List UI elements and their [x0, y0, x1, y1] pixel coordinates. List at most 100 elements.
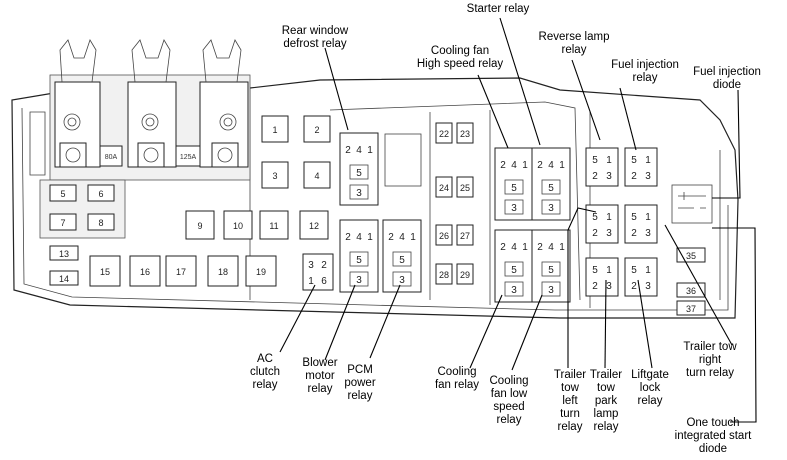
callout-line: relay [497, 414, 522, 426]
fuse-37 [676, 300, 706, 316]
relay-pin: 1 [645, 265, 651, 276]
relay-pin: 2 [388, 232, 394, 243]
relay-pin: 3 [399, 275, 405, 286]
relay-pin: 5 [592, 155, 598, 166]
fuse-10 [223, 210, 253, 240]
leader-lines [279, 17, 757, 423]
relay-pin: 1 [606, 265, 612, 276]
connector-middle [127, 39, 177, 168]
relay-pin: 4 [511, 160, 517, 171]
callout-line: power [344, 377, 375, 389]
maxi-fuse-80a-label: 80A [105, 154, 118, 161]
relay-pin: 5 [631, 265, 637, 276]
relay-pin: 3 [645, 171, 651, 182]
side-fuses: 35 36 37 [671, 184, 713, 316]
fuse-6-label: 6 [98, 189, 103, 199]
fuse-1-label: 1 [272, 125, 277, 135]
relay-pin: 5 [399, 255, 405, 266]
callout-starter: Starter relay [467, 3, 530, 15]
maxi-fuse-125a-label: 125A [180, 154, 197, 161]
callout-line: Fuel injection [611, 59, 679, 71]
fuse-2 [303, 115, 331, 143]
fuse-25 [456, 176, 474, 198]
relay-pin: 5 [631, 212, 637, 223]
callout-line: Cooling [490, 375, 529, 387]
callout-line: relay [308, 383, 333, 395]
callout-line: Cooling fan [431, 45, 489, 57]
fuse-24 [435, 176, 453, 198]
relay-pin: 3 [606, 281, 612, 292]
fuse-25-label: 25 [460, 183, 470, 193]
fuse-36 [676, 282, 706, 298]
callout-line: One touch [686, 417, 739, 429]
connector-right [199, 39, 249, 168]
mini-fuses: 22 23 24 25 26 27 28 29 [435, 122, 474, 285]
relay-pin: 1 [645, 212, 651, 223]
ac-pin-1: 1 [308, 276, 314, 287]
callout-line: motor [305, 370, 335, 382]
fuse-19 [245, 255, 277, 287]
relay-pin: 4 [356, 232, 362, 243]
relay-pin: 3 [548, 203, 554, 214]
fuse-27-label: 27 [460, 231, 470, 241]
fuse-8 [87, 213, 115, 231]
callout-line: integrated start [675, 430, 753, 442]
relay-pin: 4 [356, 145, 362, 156]
ac-pin-3: 3 [308, 260, 314, 271]
fuse-10-label: 10 [233, 221, 243, 231]
callout-line: turn [560, 408, 580, 420]
fuse-26 [435, 224, 453, 246]
relay-pin: 1 [410, 232, 416, 243]
relay-pin: 5 [548, 183, 554, 194]
fuse-9 [185, 210, 215, 240]
fuse-29-label: 29 [460, 270, 470, 280]
fuse-12 [299, 210, 329, 240]
fuse-13-label: 13 [59, 249, 69, 259]
fuse-36-label: 36 [686, 286, 696, 296]
relay-pin: 5 [592, 212, 598, 223]
relay-pin: 1 [559, 242, 565, 253]
relay-pin: 2 [537, 160, 543, 171]
callout-line: Starter relay [467, 3, 530, 15]
callout-line: lamp [594, 408, 619, 420]
callout-line: relay [633, 72, 658, 84]
callout-line: Trailer tow [683, 341, 737, 353]
fuse-7-label: 7 [60, 218, 65, 228]
callout-line: relay [638, 395, 663, 407]
callout-line: Fuel injection [693, 66, 761, 78]
fuse-22-label: 22 [439, 129, 449, 139]
callout-line: Reverse lamp [539, 31, 610, 43]
callout-line: fan low [491, 388, 528, 400]
ac-pin-6: 6 [321, 276, 327, 287]
fuse-26-label: 26 [439, 231, 449, 241]
relay-pin: 2 [500, 160, 506, 171]
relay-pin: 5 [356, 168, 362, 179]
callout-line: PCM [347, 364, 373, 376]
callout-line: relay [594, 421, 619, 433]
fuse-18-label: 18 [218, 267, 228, 277]
relay-pin: 3 [606, 228, 612, 239]
relay-pin: 5 [356, 255, 362, 266]
maxi-fuse-block: 80A 125A [49, 39, 251, 181]
callout-line: tow [597, 382, 616, 394]
fuse-3 [261, 161, 289, 189]
relay-pin: 4 [399, 232, 405, 243]
relay-pin: 3 [511, 285, 517, 296]
fuse-11-label: 11 [269, 221, 278, 231]
